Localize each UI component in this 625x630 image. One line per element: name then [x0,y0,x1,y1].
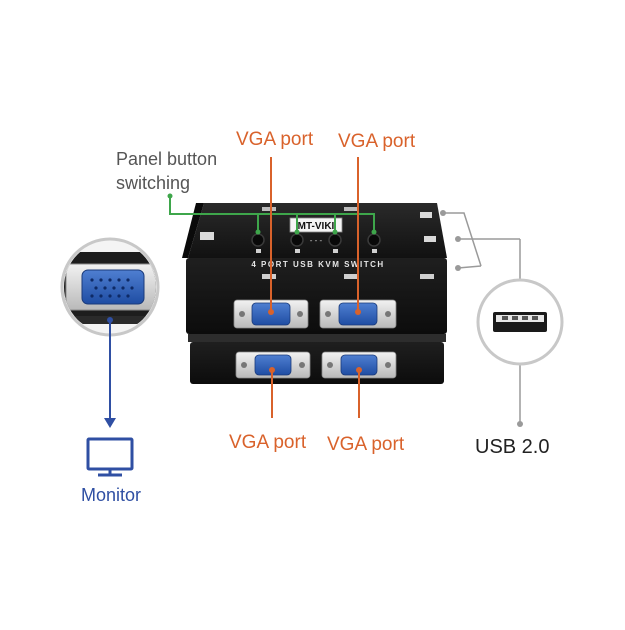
brand-badge [289,217,343,233]
switch-front-upper [186,258,447,334]
led-label-1 [256,249,261,253]
usb-leader-dots [440,210,523,427]
usb-label: USB 2.0 [475,436,550,458]
led-label-4 [372,249,377,253]
port-label [200,232,214,240]
panel-button-2[interactable] [290,233,304,247]
panel-button-3[interactable] [328,233,342,247]
monitor-leader-dot [107,317,113,323]
vga-connector-icon [235,351,311,379]
brand-label: MT-VIKI [298,221,335,232]
port-label [262,274,276,279]
usb-port-icon [476,278,564,366]
panel-button-label-line2: switching [116,173,191,193]
led-label-2 [295,249,300,253]
port-label [424,236,436,242]
switch-seam [188,334,446,342]
switch-side [182,203,204,258]
vga-leaders [270,157,360,418]
button-separator: - - - [310,236,323,245]
port-label [262,207,276,211]
port-label [344,207,358,211]
panel-button-label-line1: Panel button [116,149,218,169]
monitor-leader-arrow [104,418,116,428]
vga-leader-dots [268,309,362,373]
port-label [344,274,358,279]
monitor-icon [86,437,134,477]
monitor-label: Monitor [81,485,142,505]
led-label-3 [333,249,338,253]
panel-button-1[interactable] [251,233,265,247]
port-label [420,212,432,218]
kvm-switch: MT-VIKI - - - 4 PORT USB KVM SWITCH [182,203,447,384]
model-label: 4 PORT USB KVM SWITCH [251,260,384,269]
panel-button-4[interactable] [367,233,381,247]
vga-port-label-bottom-right: VGA port [327,434,405,455]
vga-port-label-top-right: VGA port [338,131,416,152]
switch-front-lower [190,342,444,384]
port-label [420,274,434,279]
vga-port-label-top-left: VGA port [236,129,314,150]
vga-port-label-bottom-left: VGA port [229,432,307,453]
